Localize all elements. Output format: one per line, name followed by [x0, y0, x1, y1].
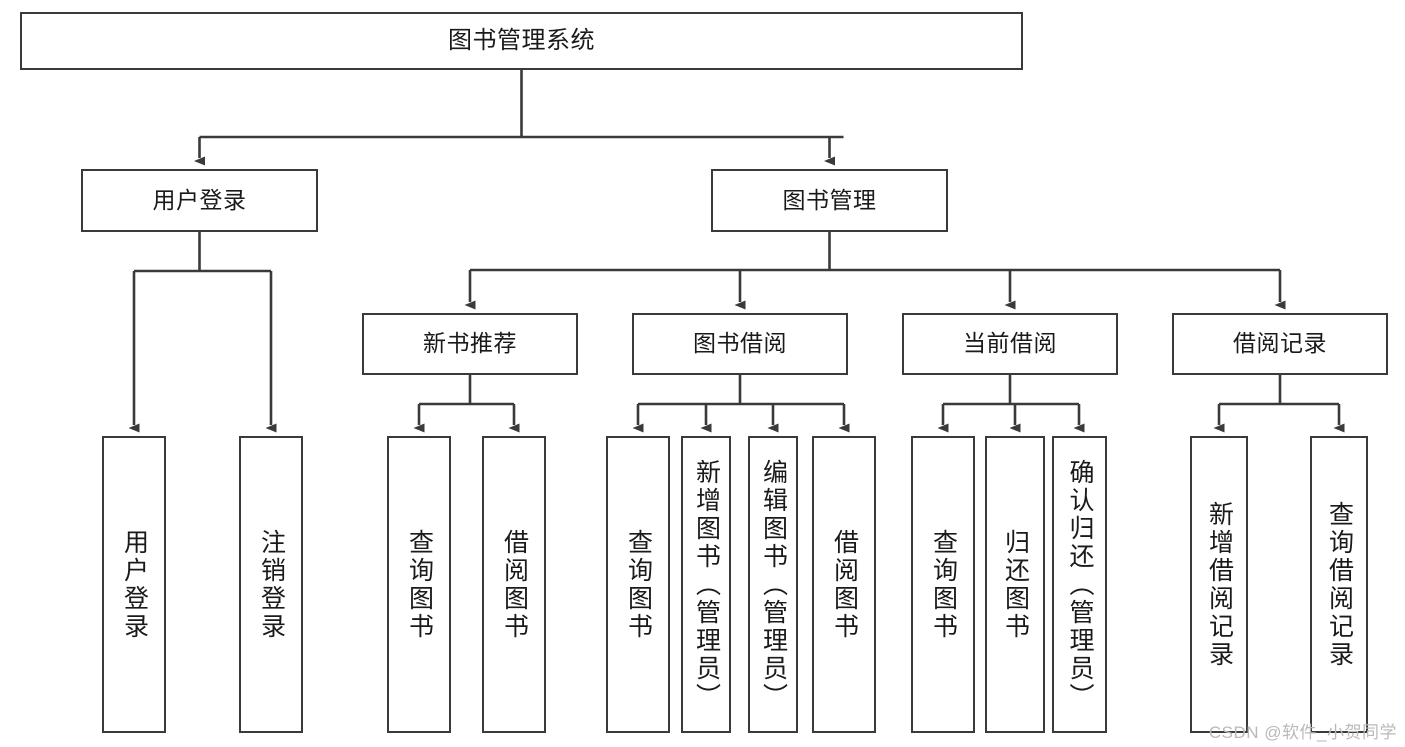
- node-user-login-label: 用户登录: [152, 186, 247, 213]
- node-root[interactable]: 图书管理系统: [20, 12, 1023, 70]
- node-leaf-add-book-label: 新增图书（管理员）: [692, 458, 721, 711]
- node-borrow-record[interactable]: 借阅记录: [1172, 313, 1388, 375]
- node-book-manage[interactable]: 图书管理: [711, 169, 948, 232]
- node-leaf-return-book[interactable]: 归还图书: [985, 436, 1045, 733]
- node-leaf-query-book-2[interactable]: 查询图书: [606, 436, 670, 733]
- node-leaf-query-book-2-label: 查询图书: [624, 528, 653, 641]
- node-leaf-query-book-3-label: 查询图书: [929, 528, 958, 641]
- node-leaf-borrow-book-2-label: 借阅图书: [830, 528, 859, 641]
- node-leaf-return-book-label: 归还图书: [1001, 528, 1030, 641]
- node-leaf-query-book-1-label: 查询图书: [405, 528, 434, 641]
- node-leaf-borrow-book-1-label: 借阅图书: [500, 528, 529, 641]
- node-new-book-recommend[interactable]: 新书推荐: [362, 313, 578, 375]
- node-current-borrow-label: 当前借阅: [963, 330, 1057, 357]
- node-leaf-user-logout[interactable]: 注销登录: [239, 436, 303, 733]
- node-book-borrow-label: 图书借阅: [693, 330, 787, 357]
- node-user-login[interactable]: 用户登录: [81, 169, 318, 232]
- node-leaf-query-record[interactable]: 查询借阅记录: [1310, 436, 1368, 733]
- node-leaf-edit-book[interactable]: 编辑图书（管理员）: [748, 436, 798, 733]
- node-borrow-record-label: 借阅记录: [1233, 330, 1327, 357]
- node-leaf-user-logout-label: 注销登录: [257, 528, 286, 641]
- node-leaf-confirm-return[interactable]: 确认归还（管理员）: [1052, 436, 1107, 733]
- node-current-borrow[interactable]: 当前借阅: [902, 313, 1118, 375]
- node-leaf-user-login-label: 用户登录: [120, 528, 149, 641]
- node-book-borrow[interactable]: 图书借阅: [632, 313, 848, 375]
- node-leaf-user-login[interactable]: 用户登录: [102, 436, 166, 733]
- node-root-label: 图书管理系统: [448, 26, 595, 54]
- node-leaf-edit-book-label: 编辑图书（管理员）: [759, 458, 788, 711]
- node-leaf-query-book-3[interactable]: 查询图书: [911, 436, 975, 733]
- node-new-book-recommend-label: 新书推荐: [423, 330, 517, 357]
- node-leaf-add-book[interactable]: 新增图书（管理员）: [681, 436, 731, 733]
- node-leaf-query-record-label: 查询借阅记录: [1325, 500, 1354, 669]
- node-leaf-query-book-1[interactable]: 查询图书: [387, 436, 451, 733]
- node-leaf-confirm-return-label: 确认归还（管理员）: [1066, 458, 1094, 711]
- watermark: CSDN @软件_小贺同学: [1208, 723, 1397, 742]
- node-leaf-borrow-book-1[interactable]: 借阅图书: [482, 436, 546, 733]
- node-leaf-borrow-book-2[interactable]: 借阅图书: [812, 436, 876, 733]
- node-leaf-add-record-label: 新增借阅记录: [1205, 500, 1234, 669]
- node-book-manage-label: 图书管理: [782, 186, 877, 213]
- node-leaf-add-record[interactable]: 新增借阅记录: [1190, 436, 1248, 733]
